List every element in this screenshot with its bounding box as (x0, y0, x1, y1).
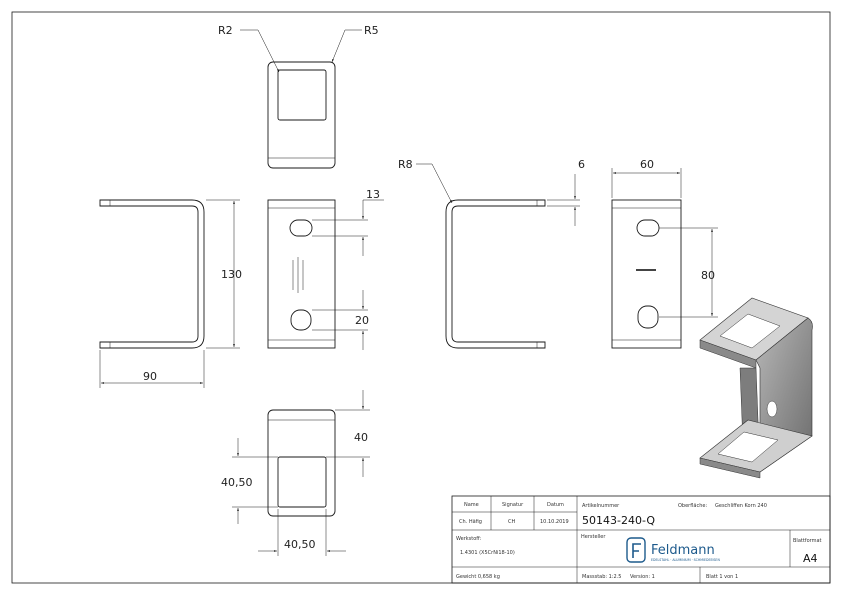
far-right-side-view: 60 80 (611, 158, 718, 349)
u-profile-right-view: R8 6 (398, 158, 585, 349)
dim-r2: R2 (218, 24, 233, 37)
manufacturer-label: Hersteller (581, 534, 606, 540)
date-value: 10.10.2019 (540, 519, 569, 525)
dim-40: 40 (354, 431, 368, 444)
dim-40-50-vertical: 40,50 (221, 476, 253, 489)
sheet-format-label: Blattformat (793, 538, 822, 544)
material-label: Werkstoff: (456, 536, 482, 542)
name-value: Ch. Häfig (459, 519, 482, 525)
dim-13: 13 (366, 188, 380, 201)
dim-r5: R5 (364, 24, 379, 37)
weight: Gewicht 0,658 kg (456, 574, 500, 580)
isometric-3d-view (699, 297, 813, 479)
signature-value: CH (508, 519, 515, 525)
sheet-number: Blatt 1 von 1 (706, 574, 738, 580)
material-value: 1.4301 (X5CrNi18-10) (460, 550, 515, 556)
surface-label: Oberfläche: (678, 503, 707, 509)
surface-value: Geschliffen Korn 240 (715, 503, 767, 509)
dim-60: 60 (640, 158, 654, 171)
signature-label: Signatur (502, 502, 524, 508)
dim-40-50-horizontal: 40,50 (284, 538, 316, 551)
dim-80: 80 (701, 269, 715, 282)
article-number-label: Artikelnummer (582, 503, 620, 509)
dim-r8: R8 (398, 158, 413, 171)
title-block: Name Signatur Datum Ch. Häfig CH 10.10.2… (451, 495, 831, 584)
top-view: R2 R5 (218, 24, 379, 169)
scale: Massstab: 1:2.5 (582, 574, 621, 580)
drawing-border (11, 11, 831, 584)
dim-20: 20 (355, 314, 369, 327)
version: Version: 1 (630, 574, 655, 580)
brand-tagline: EDELSTAHL · ALUMINIUM · SCHMIEDEEISEN (651, 558, 720, 562)
brand-name: Feldmann (651, 543, 715, 558)
dim-6: 6 (578, 158, 585, 171)
article-number: 50143-240-Q (582, 514, 655, 527)
dim-90: 90 (143, 370, 157, 383)
date-label: Datum (547, 502, 564, 508)
sheet-format: A4 (803, 552, 818, 565)
side-view: 13 20 (267, 188, 384, 350)
feldmann-logo: Feldmann EDELSTAHL · ALUMINIUM · SCHMIED… (626, 537, 720, 563)
dim-130: 130 (221, 268, 242, 281)
name-label: Name (464, 502, 479, 508)
front-view-u-profile: 130 90 (99, 199, 242, 388)
bottom-view: 40 40,50 40,50 (221, 390, 370, 556)
